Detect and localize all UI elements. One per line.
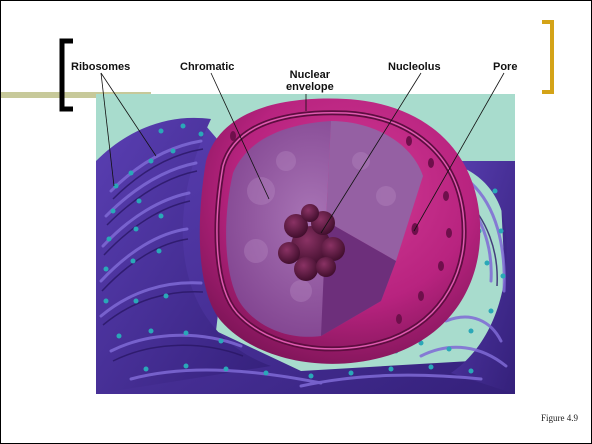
- label-nuclear-envelope: Nuclear envelope: [286, 69, 334, 93]
- label-chromatic: Chromatic: [180, 61, 234, 73]
- label-nuclear-line2: envelope: [286, 81, 334, 93]
- label-nuclear-line1: Nuclear: [286, 69, 334, 81]
- label-pore: Pore: [493, 61, 517, 73]
- figure-caption: Figure 4.9: [541, 413, 578, 423]
- label-nucleolus: Nucleolus: [388, 61, 441, 73]
- label-ribosomes: Ribosomes: [71, 61, 130, 73]
